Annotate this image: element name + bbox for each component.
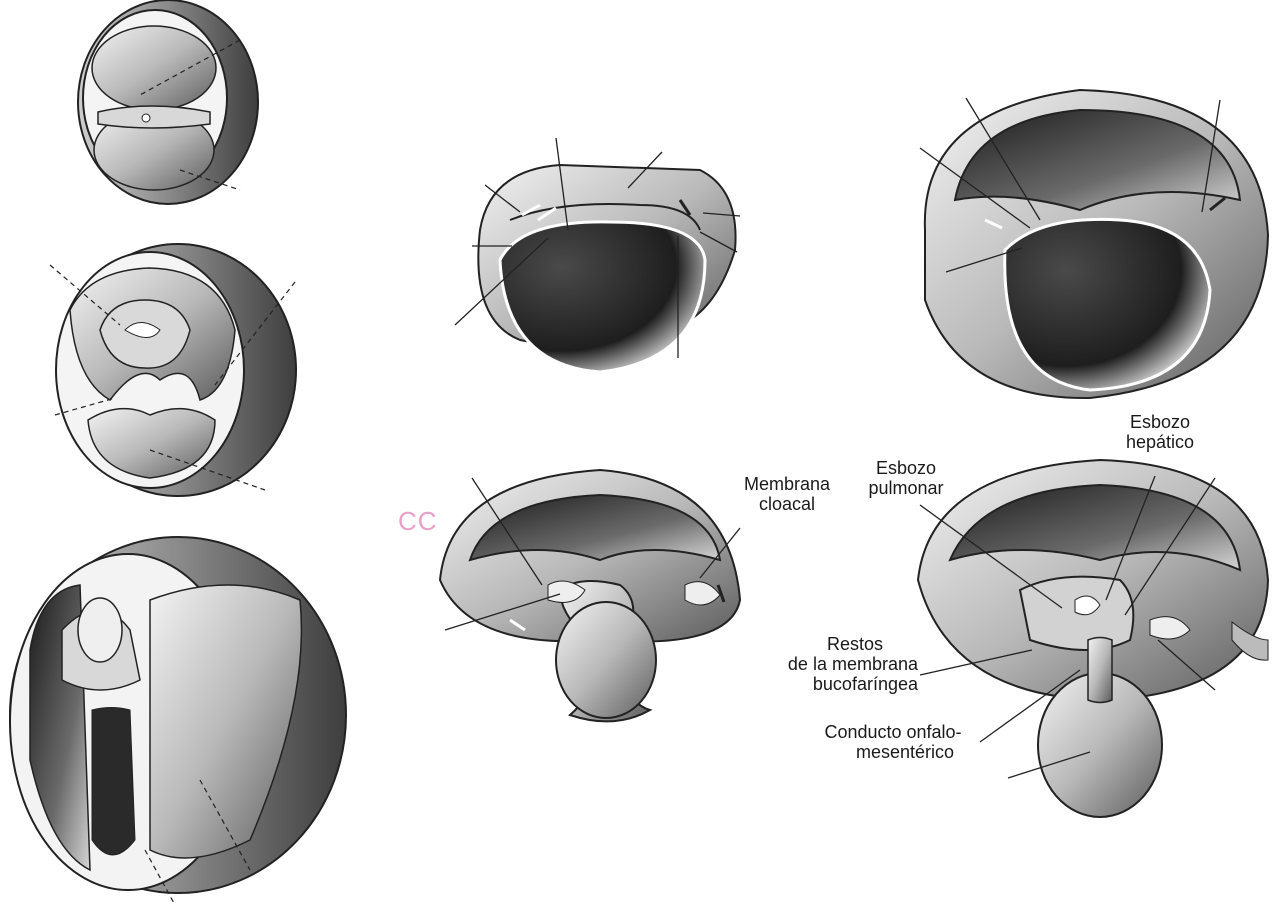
sagittal-section-1 — [455, 138, 740, 372]
sagittal-section-4 — [918, 460, 1268, 817]
cross-section-top — [78, 0, 258, 204]
label-conducto-onfalo: Conducto onfalo- mesentérico — [808, 722, 978, 762]
cross-section-bottom — [10, 537, 346, 905]
label-membrana-cloacal: Membrana cloacal — [734, 474, 840, 514]
sagittal-section-3 — [440, 470, 740, 721]
sagittal-section-2 — [920, 90, 1268, 398]
label-esbozo-pulmonar: Esbozo pulmonar — [858, 458, 954, 498]
cross-section-middle — [50, 244, 296, 496]
label-restos-membrana: Restos de la membrana bucofaríngea — [752, 634, 918, 694]
label-esbozo-hepatico: Esbozo hepático — [1112, 412, 1208, 452]
watermark: CC — [398, 506, 438, 537]
